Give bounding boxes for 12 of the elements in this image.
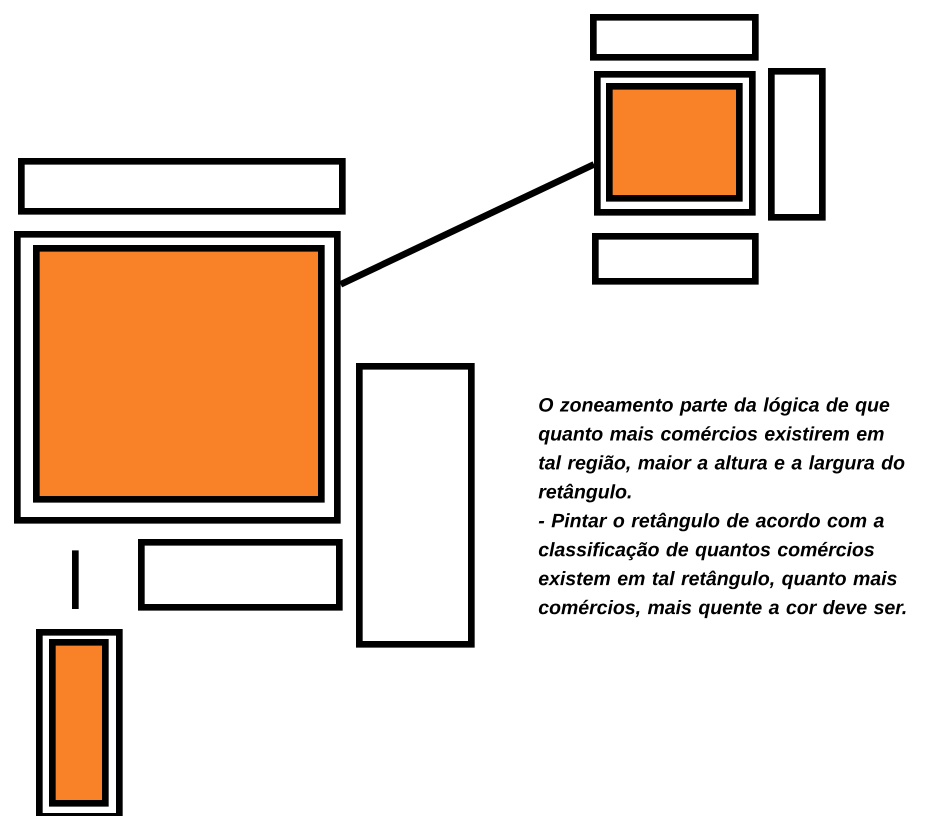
filled-box — [606, 83, 743, 202]
box — [18, 158, 346, 215]
note-text: O zoneamento parte da lógica de que quanto mais comércios existirem em tal região, maior a altura e a largura do retângulo. - Pintar o retângulo de acordo com a classificação de quantos comércios existem em tal retângulo, quanto mais comércios, mais quente a cor deve ser. — [538, 397, 906, 618]
box — [590, 14, 759, 61]
box — [138, 539, 343, 611]
box — [592, 233, 759, 285]
filled-box — [49, 639, 109, 807]
connector-line — [339, 161, 596, 288]
filled-box — [33, 245, 325, 503]
box — [768, 68, 826, 221]
connector-line — [72, 550, 79, 609]
box — [356, 363, 475, 648]
